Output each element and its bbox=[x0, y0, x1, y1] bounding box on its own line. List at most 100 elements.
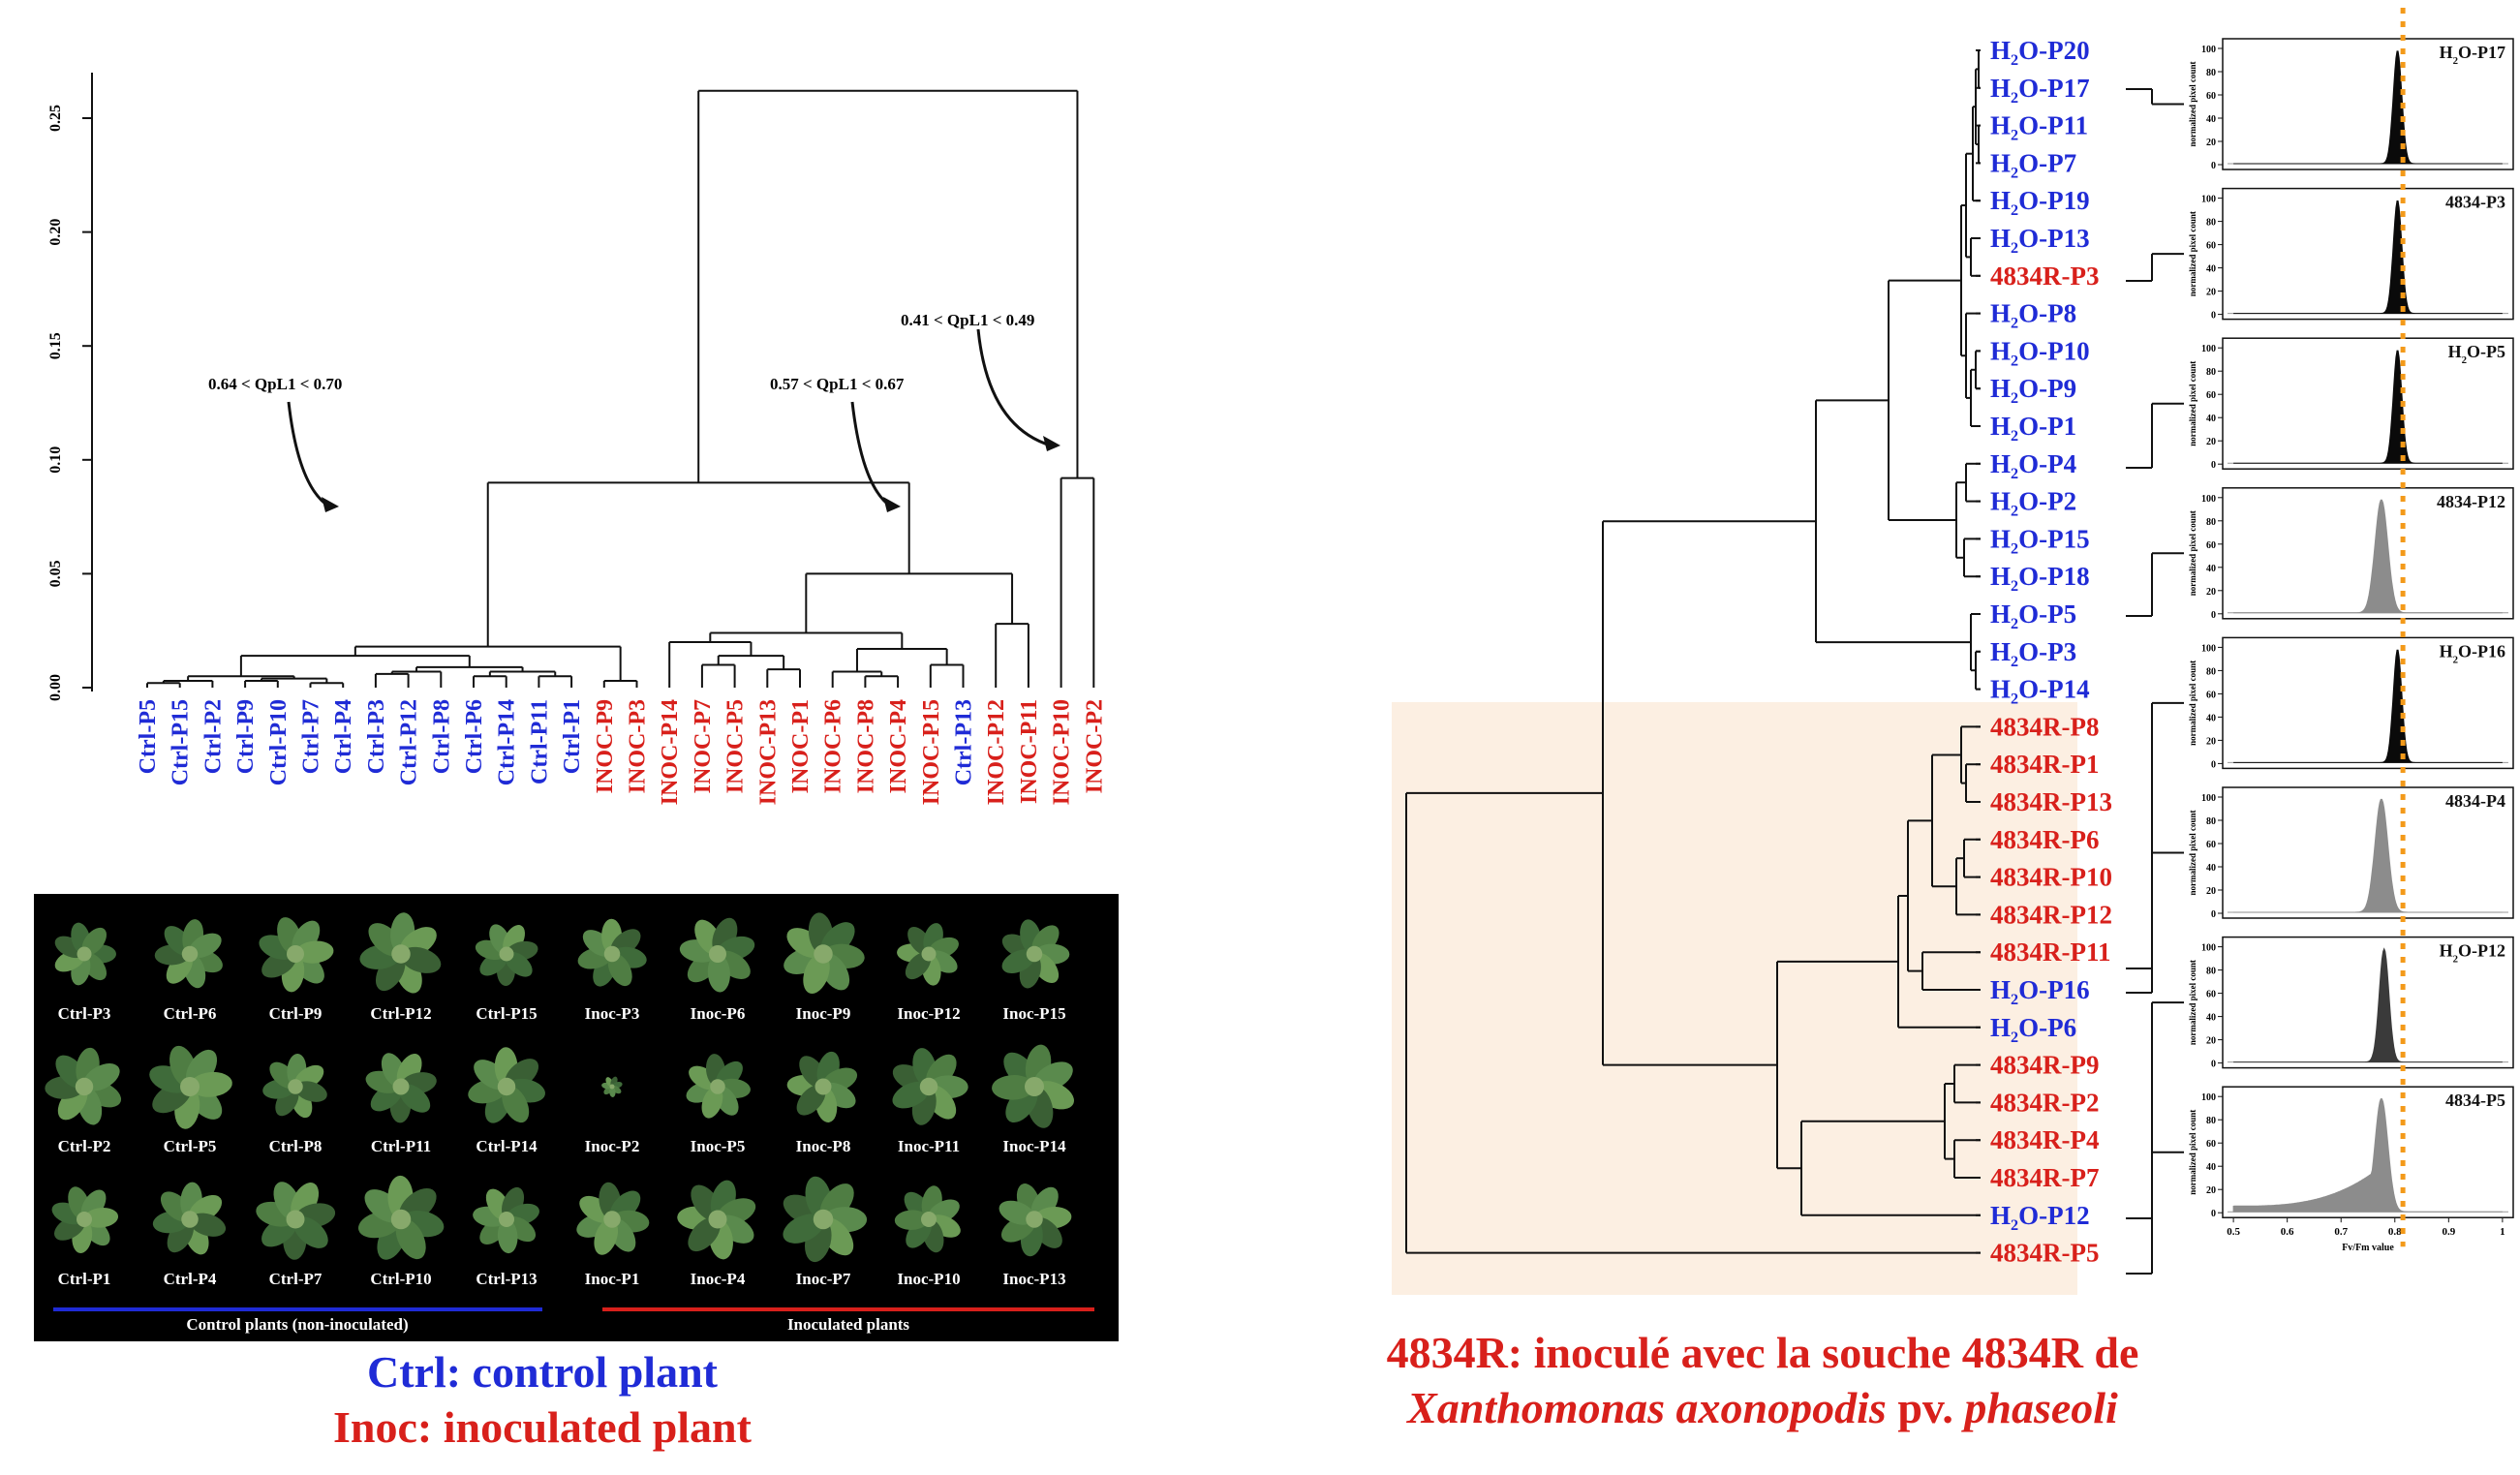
plant-rosette bbox=[149, 1045, 232, 1129]
right-leaf-label: H2O-P18 bbox=[1990, 562, 2090, 595]
strain-note: 4834R: inoculé avec la souche 4834R de X… bbox=[1298, 1327, 2228, 1433]
plant-label: Inoc-P5 bbox=[691, 1137, 746, 1155]
histogram-title: 4834-P12 bbox=[2437, 492, 2505, 511]
right-leaf-label: H2O-P13 bbox=[1990, 224, 2090, 257]
annotation-arrow bbox=[976, 328, 1052, 447]
arrow-head bbox=[1043, 436, 1060, 451]
leaf bbox=[701, 1086, 723, 1119]
left-leaf-label: INOC-P15 bbox=[919, 699, 944, 805]
histogram-distribution bbox=[2233, 50, 2503, 165]
right-leaf-label: H2O-P20 bbox=[1990, 36, 2090, 69]
rosette-center bbox=[609, 1084, 615, 1090]
hist-y-tick-label: 100 bbox=[2201, 1092, 2216, 1103]
rosette-center bbox=[286, 1210, 305, 1229]
arrow-head bbox=[883, 497, 901, 512]
plant-rosette bbox=[45, 1047, 122, 1125]
rosette-center bbox=[75, 1077, 94, 1096]
rosette-center bbox=[497, 1077, 516, 1096]
histogram-frame bbox=[2222, 187, 2514, 321]
hist-y-tick-label: 100 bbox=[2201, 943, 2216, 954]
hist-y-axis-label: normalized pixel count bbox=[2188, 960, 2197, 1045]
rosette-center bbox=[710, 1079, 725, 1094]
arrow-head bbox=[322, 497, 339, 512]
hist-y-tick-label: 40 bbox=[2206, 414, 2216, 424]
hist-y-axis-label: normalized pixel count bbox=[2188, 1110, 2197, 1195]
left-leaf-label: Ctrl-P8 bbox=[429, 699, 454, 774]
histogram-title: 4834-P3 bbox=[2445, 193, 2505, 212]
left-leaf-label: Ctrl-P14 bbox=[495, 699, 520, 785]
right-leaf-label: H2O-P19 bbox=[1990, 186, 2090, 219]
leaf bbox=[594, 1218, 619, 1255]
right-leaf-label: 4834R-P5 bbox=[1990, 1239, 2099, 1268]
rosette-center bbox=[921, 1212, 937, 1227]
inoculated-highlight bbox=[1392, 702, 2077, 1295]
right-leaf-label: 4834R-P10 bbox=[1990, 863, 2112, 892]
left-leaf-label: Ctrl-P11 bbox=[527, 699, 552, 784]
legend-inoc: Inoc: inoculated plant bbox=[333, 1402, 752, 1452]
plant-rosette bbox=[54, 922, 116, 986]
plant-rosette bbox=[999, 1183, 1072, 1257]
plant-rosette bbox=[51, 1186, 119, 1253]
leaf bbox=[707, 953, 730, 993]
hist-y-tick-label: 20 bbox=[2206, 1036, 2216, 1047]
y-tick-label: 0.10 bbox=[47, 446, 64, 474]
left-leaf-label: Ctrl-P12 bbox=[397, 699, 422, 785]
hist-y-axis-label: normalized pixel count bbox=[2188, 211, 2197, 296]
right-leaf-label: 4834R-P2 bbox=[1990, 1088, 2099, 1117]
hist-y-tick-label: 80 bbox=[2206, 517, 2216, 528]
histogram-distribution bbox=[2233, 947, 2503, 1063]
right-leaf-label: H2O-P10 bbox=[1990, 336, 2090, 369]
left-leaf-label: INOC-P2 bbox=[1082, 699, 1107, 793]
hist-y-tick-label: 60 bbox=[2206, 1139, 2216, 1150]
hist-y-tick-label: 0 bbox=[2211, 759, 2216, 770]
hist-y-tick-label: 0 bbox=[2211, 610, 2216, 621]
histogram-distribution bbox=[2233, 200, 2503, 315]
hist-y-tick-label: 60 bbox=[2206, 540, 2216, 551]
plant-rosette bbox=[679, 917, 755, 993]
plant-rosette bbox=[576, 1182, 650, 1255]
leaf bbox=[83, 1207, 119, 1228]
plant-label: Inoc-P10 bbox=[897, 1270, 960, 1288]
hist-y-tick-label: 100 bbox=[2201, 195, 2216, 205]
histogram-title: H2O-P17 bbox=[2440, 43, 2505, 67]
rosette-center bbox=[77, 946, 92, 962]
histogram-title: H2O-P12 bbox=[2440, 941, 2505, 966]
plant-label: Ctrl-P8 bbox=[269, 1137, 323, 1155]
left-leaf-label: Ctrl-P1 bbox=[560, 699, 585, 774]
hist-y-tick-label: 80 bbox=[2206, 816, 2216, 827]
plant-rosette bbox=[358, 1175, 445, 1260]
leaf bbox=[497, 1218, 518, 1254]
hist-x-tick-label: 1 bbox=[2500, 1226, 2505, 1238]
right-leaf-label: 4834R-P12 bbox=[1990, 900, 2112, 929]
right-leaf-label: H2O-P17 bbox=[1990, 74, 2090, 107]
hist-y-tick-label: 60 bbox=[2206, 390, 2216, 401]
annotation-label: 0.41 < QpL1 < 0.49 bbox=[901, 311, 1034, 329]
right-leaf-label: 4834R-P7 bbox=[1990, 1163, 2099, 1192]
plant-label: Ctrl-P10 bbox=[370, 1270, 431, 1288]
right-leaf-label: H2O-P1 bbox=[1990, 412, 2076, 445]
plant-label: Ctrl-P4 bbox=[164, 1270, 217, 1288]
right-leaf-label: 4834R-P8 bbox=[1990, 712, 2099, 741]
plant-rosette bbox=[152, 1182, 227, 1255]
right-leaf-label: 4834R-P1 bbox=[1990, 750, 2099, 779]
rosette-center bbox=[499, 946, 514, 962]
plant-rosette bbox=[468, 1047, 545, 1123]
plant-label: Inoc-P14 bbox=[1002, 1137, 1066, 1155]
rosette-center bbox=[287, 945, 304, 963]
left-leaf-label: INOC-P12 bbox=[984, 699, 1009, 805]
rosette-center bbox=[499, 1212, 514, 1227]
rosette-center bbox=[1026, 945, 1043, 963]
plant-label: Ctrl-P7 bbox=[269, 1270, 323, 1288]
left-leaf-label: Ctrl-P4 bbox=[331, 699, 356, 774]
strain-pathovar: phaseoli bbox=[1964, 1383, 2118, 1432]
hist-y-tick-label: 60 bbox=[2206, 241, 2216, 252]
left-leaf-label: Ctrl-P3 bbox=[364, 699, 389, 774]
leaf bbox=[803, 953, 830, 994]
plant-label: Ctrl-P3 bbox=[58, 1004, 111, 1023]
right-leaf-label: 4834R-P9 bbox=[1990, 1051, 2099, 1080]
plant-rosette bbox=[784, 912, 865, 994]
left-leaf-label: INOC-P8 bbox=[853, 699, 878, 793]
